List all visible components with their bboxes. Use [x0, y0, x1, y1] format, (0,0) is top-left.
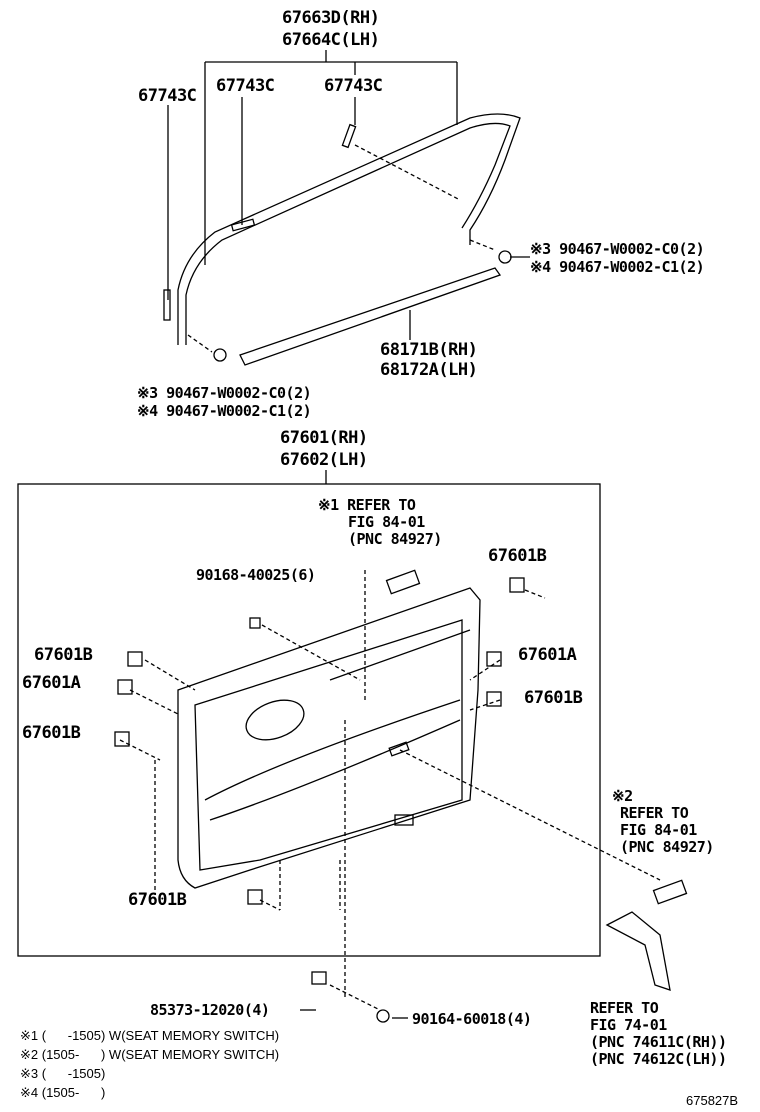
- clip-67743c-mid: [230, 218, 256, 232]
- label-belt-lh: 68172A(LH): [380, 360, 478, 380]
- clips: [114, 577, 525, 1023]
- screw-top: [498, 250, 512, 264]
- label-clip-a: 67743C: [138, 86, 197, 106]
- label-panel-rh: 67601(RH): [280, 428, 368, 448]
- dashed-leaders: [119, 144, 661, 1011]
- memory-switch-1: [385, 569, 421, 595]
- label-belt-rh: 68171B(RH): [380, 340, 478, 360]
- label-clip-b-tr: 67601B: [488, 546, 547, 566]
- label-clip-b: 67743C: [216, 76, 275, 96]
- panel-box: [17, 483, 601, 957]
- label-part-85373: 85373-12020(4): [150, 1001, 270, 1019]
- label-screw-top-2: ※4 90467-W0002-C1(2): [530, 258, 705, 276]
- label-clip-a-r: 67601A: [518, 645, 577, 665]
- footnote-4: ※4 (1505- ): [20, 1085, 106, 1100]
- clip-67743c-left: [163, 289, 171, 321]
- label-ref3-d: (PNC 74612C(LH)): [590, 1050, 727, 1068]
- figure-id: 675827B: [686, 1093, 739, 1108]
- label-ref2-a: ※2: [612, 787, 633, 805]
- door-weatherstrip: [177, 113, 521, 345]
- label-ref1-b: FIG 84-01: [348, 513, 425, 531]
- belt-moulding: [239, 267, 502, 366]
- leader-lines: [167, 50, 530, 1019]
- footnote-2: ※2 (1505- ) W(SEAT MEMORY SWITCH): [20, 1047, 280, 1062]
- door-trim-panel: [177, 587, 481, 889]
- label-clip-b-l1: 67601B: [34, 645, 93, 665]
- footnote-3: ※3 ( -1505): [20, 1066, 106, 1081]
- label-ref2-c: FIG 84-01: [620, 821, 697, 839]
- label-ref3-a: REFER TO: [590, 999, 659, 1017]
- memory-switch-2: [652, 879, 688, 905]
- label-panel-lh: 67602(LH): [280, 450, 368, 470]
- label-clip-b-l2: 67601B: [22, 723, 81, 743]
- clip-67743c-right: [341, 123, 357, 149]
- label-weatherstrip-rh: 67663D(RH): [282, 8, 380, 28]
- label-ref1-c: (PNC 84927): [348, 530, 442, 548]
- label-clip-b-r: 67601B: [524, 688, 583, 708]
- label-ref1-a: ※1 REFER TO: [318, 496, 416, 514]
- label-screw-bot-2: ※4 90467-W0002-C1(2): [137, 402, 312, 420]
- label-clip-a-l: 67601A: [22, 673, 81, 693]
- label-clip-c: 67743C: [324, 76, 383, 96]
- label-screw-90164: 90164-60018(4): [412, 1010, 532, 1028]
- label-clip-b-bot: 67601B: [128, 890, 187, 910]
- label-ref2-d: (PNC 84927): [620, 838, 714, 856]
- label-screw-90168: 90168-40025(6): [196, 566, 316, 584]
- label-ref3-c: (PNC 74611C(RH)): [590, 1033, 727, 1051]
- label-ref2-b: REFER TO: [620, 804, 689, 822]
- label-screw-bot-1: ※3 90467-W0002-C0(2): [137, 384, 312, 402]
- label-weatherstrip-lh: 67664C(LH): [282, 30, 380, 50]
- label-ref3-b: FIG 74-01: [590, 1016, 667, 1034]
- label-screw-top-1: ※3 90467-W0002-C0(2): [530, 240, 705, 258]
- screw-bottom: [213, 348, 227, 362]
- armrest-trim: [605, 911, 671, 991]
- footnote-1: ※1 ( -1505) W(SEAT MEMORY SWITCH): [20, 1028, 280, 1043]
